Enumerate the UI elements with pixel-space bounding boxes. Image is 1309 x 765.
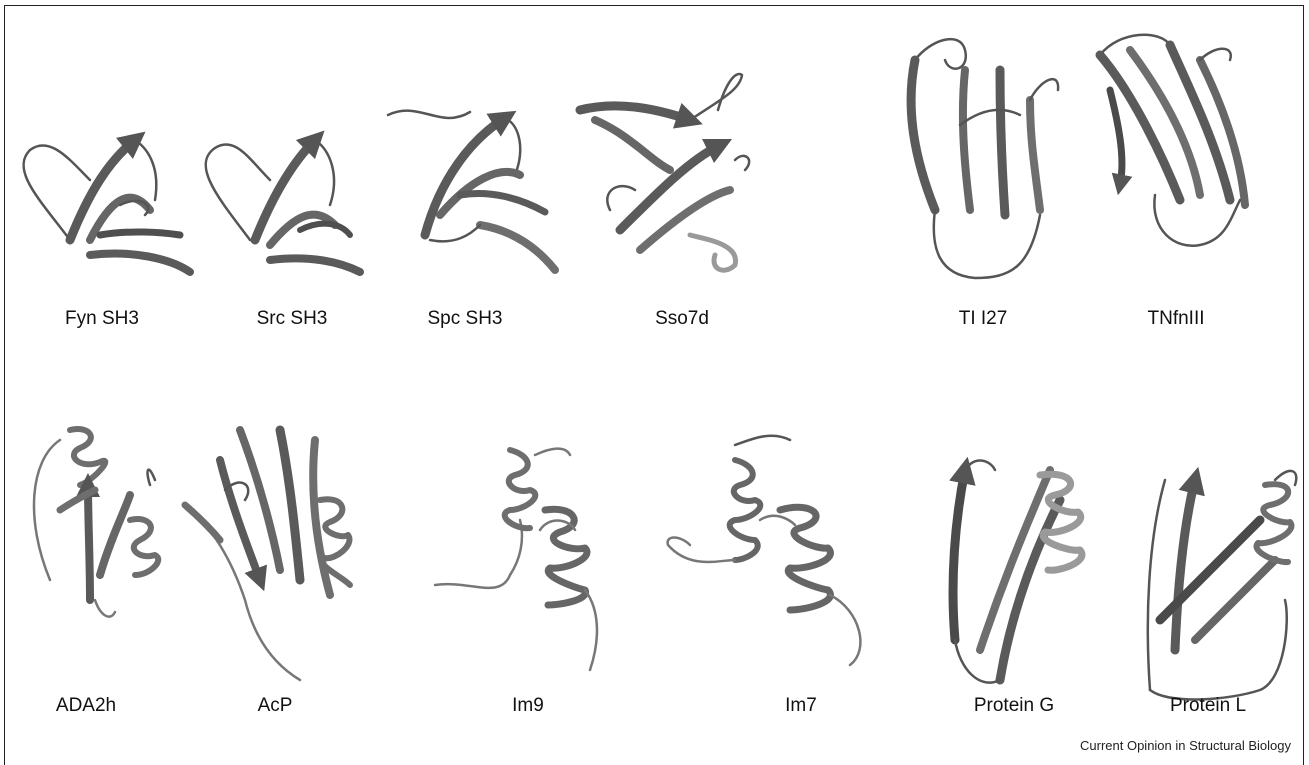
structure-ada2h (34, 429, 158, 617)
label-ada2h: ADA2h (56, 695, 116, 717)
label-protein-l: Protein L (1170, 695, 1246, 717)
label-im9: Im9 (512, 695, 544, 717)
structure-src-sh3 (206, 140, 360, 272)
label-sso7d: Sso7d (655, 308, 709, 330)
structure-fyn-sh3 (24, 140, 190, 272)
structure-spc-sh3 (388, 111, 555, 270)
label-im7: Im7 (785, 695, 817, 717)
label-acp: AcP (258, 695, 293, 717)
structure-im7 (668, 436, 861, 665)
structure-acp (185, 430, 350, 680)
label-protein-g: Protein G (974, 695, 1054, 717)
label-ti-i27: TI I27 (959, 308, 1008, 330)
structure-sso7d (580, 74, 749, 270)
structure-protein-l (1148, 471, 1296, 700)
label-src-sh3: Src SH3 (257, 308, 328, 330)
label-fyn-sh3: Fyn SH3 (65, 308, 139, 330)
structure-ti-i27 (911, 39, 1058, 278)
structure-tnfniii (1100, 35, 1245, 246)
label-spc-sh3: Spc SH3 (428, 308, 503, 330)
label-tnfniii: TNfnIII (1147, 308, 1204, 330)
structure-protein-g (953, 461, 1082, 683)
structure-im9 (435, 449, 597, 670)
figure-credit: Current Opinion in Structural Biology (1080, 738, 1291, 753)
